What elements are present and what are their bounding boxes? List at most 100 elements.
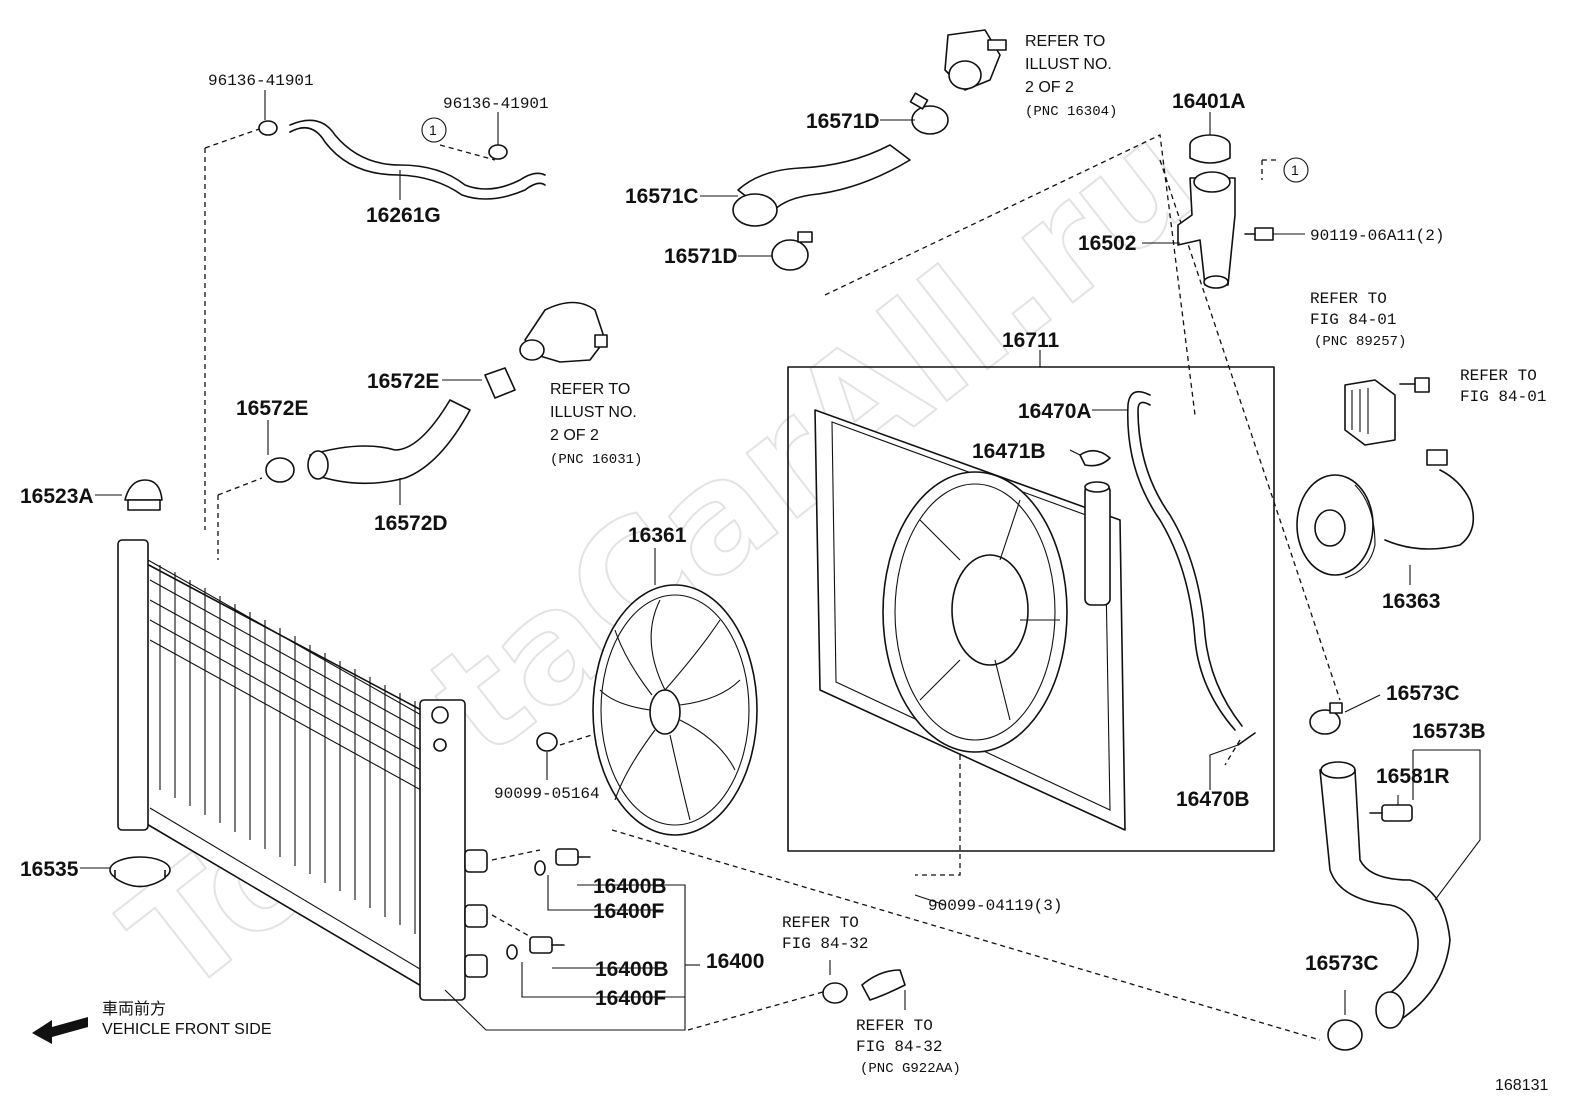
label-16502[interactable]: 16502 — [1078, 232, 1136, 255]
refer-note-pnc-g922aa[interactable]: REFER TO FIG 84-32 (PNC G922AA) — [856, 1017, 961, 1077]
label-16400F-a[interactable]: 16400F — [593, 900, 664, 923]
svg-text:(PNC 16031): (PNC 16031) — [550, 452, 642, 468]
hose-16470A[interactable] — [1126, 390, 1243, 731]
leader-lines — [80, 90, 1481, 1031]
label-16363[interactable]: 16363 — [1382, 590, 1440, 613]
svg-text:2 OF 2: 2 OF 2 — [1025, 79, 1074, 96]
radiator-core-grid — [149, 565, 431, 934]
direction-en: VEHICLE FRONT SIDE — [102, 1021, 272, 1038]
hose-fig-84-32 — [822, 969, 906, 1004]
label-90119-06A11[interactable]: 90119-06A11(2) — [1310, 227, 1444, 245]
plug-16400B-b[interactable] — [529, 936, 565, 954]
svg-text:ILLUST NO.: ILLUST NO. — [550, 404, 637, 421]
svg-text:(PNC 89257): (PNC 89257) — [1314, 334, 1406, 350]
label-96136-41901-b[interactable]: 96136-41901 — [443, 95, 549, 113]
refer-note-fig-84-32-a[interactable]: REFER TO FIG 84-32 — [782, 914, 868, 953]
water-inlet-16502[interactable] — [1177, 171, 1236, 289]
figure-number: 168131 — [1495, 1077, 1548, 1094]
radiator-cap-16523A[interactable] — [124, 479, 163, 511]
shroud-16711[interactable] — [814, 409, 1126, 831]
shroud-assembly-box — [787, 366, 1275, 852]
assembly-lines — [204, 127, 1341, 1041]
fan-16361[interactable] — [592, 584, 758, 836]
label-16571C[interactable]: 16571C — [625, 185, 699, 208]
label-16523A[interactable]: 16523A — [20, 485, 94, 508]
ref-mark-1-right: 1 — [1283, 157, 1309, 183]
cushion-16535[interactable] — [109, 856, 171, 888]
clip-96136-41901-b[interactable] — [488, 144, 508, 160]
label-16572D[interactable]: 16572D — [374, 512, 448, 535]
svg-text:REFER TO: REFER TO — [1460, 367, 1537, 385]
gasket-16400F-a[interactable] — [534, 860, 546, 876]
svg-text:REFER TO: REFER TO — [1310, 290, 1387, 308]
refer-note-fig-84-01[interactable]: REFER TO FIG 84-01 — [1460, 367, 1546, 406]
clamp-16571D-top[interactable] — [909, 92, 949, 135]
label-16572E-right[interactable]: 16572E — [367, 370, 439, 393]
clamp-16572E-left[interactable] — [265, 457, 295, 483]
vehicle-front-indicator: 車両前方 VEHICLE FRONT SIDE — [32, 1000, 272, 1044]
svg-text:REFER TO: REFER TO — [1025, 33, 1105, 50]
label-16571D-bottom[interactable]: 16571D — [664, 245, 738, 268]
label-16711[interactable]: 16711 — [1002, 329, 1060, 352]
svg-text:2 OF 2: 2 OF 2 — [550, 427, 599, 444]
label-16400[interactable]: 16400 — [706, 950, 764, 973]
clamp-16573C-top[interactable] — [1309, 702, 1343, 735]
svg-text:1: 1 — [1291, 162, 1299, 178]
label-16361[interactable]: 16361 — [628, 524, 687, 547]
label-16400B-a[interactable]: 16400B — [593, 875, 667, 898]
label-96136-41901-a[interactable]: 96136-41901 — [208, 72, 314, 90]
svg-text:(PNC 16304): (PNC 16304) — [1025, 104, 1117, 120]
clamp-16571D-bottom[interactable] — [771, 231, 813, 271]
label-16581R[interactable]: 16581R — [1376, 765, 1450, 788]
hose-16470B[interactable] — [1237, 732, 1256, 746]
hose-16261G[interactable] — [258, 119, 546, 200]
refer-note-pnc-16304[interactable]: REFER TO ILLUST NO. 2 OF 2 (PNC 16304) — [1025, 33, 1117, 120]
clip-96136-41901-a[interactable] — [258, 120, 278, 136]
label-90099-05164[interactable]: 90099-05164 — [494, 785, 600, 803]
label-16261G[interactable]: 16261G — [366, 204, 441, 227]
fan-resistor — [1344, 379, 1396, 446]
gasket-16400F-b[interactable] — [506, 944, 518, 960]
plug-16400B-a[interactable] — [555, 848, 591, 866]
nut-90099-05164[interactable] — [536, 732, 558, 752]
label-16571D-top[interactable]: 16571D — [806, 110, 880, 133]
refer-note-pnc-89257[interactable]: REFER TO FIG 84-01 (PNC 89257) — [1310, 290, 1406, 350]
label-16573C-top[interactable]: 16573C — [1386, 682, 1460, 705]
direction-jp: 車両前方 — [102, 1000, 166, 1018]
thermostat-housing — [944, 29, 1007, 91]
svg-text:FIG 84-32: FIG 84-32 — [782, 935, 868, 953]
label-16470B[interactable]: 16470B — [1176, 788, 1250, 811]
bolt-fig-84-01 — [1399, 377, 1430, 393]
part-labels: 96136-41901 96136-41901 16261G 16571D 16… — [20, 72, 1486, 1010]
radiator-16400[interactable] — [117, 539, 488, 1001]
svg-text:REFER TO: REFER TO — [782, 914, 859, 932]
label-16471B[interactable]: 16471B — [972, 440, 1046, 463]
clamp-16471B[interactable] — [1079, 449, 1111, 467]
label-90099-04119[interactable]: 90099-04119(3) — [928, 897, 1062, 915]
refer-note-pnc-16031[interactable]: REFER TO ILLUST NO. 2 OF 2 (PNC 16031) — [550, 381, 642, 468]
label-16572E-left[interactable]: 16572E — [236, 397, 308, 420]
hose-16573B[interactable] — [1319, 761, 1451, 1029]
drain-cock-16581R[interactable] — [1369, 804, 1413, 822]
bolt-90119-06A11[interactable] — [1244, 227, 1274, 241]
svg-text:FIG 84-01: FIG 84-01 — [1310, 311, 1396, 329]
front-arrow-icon — [32, 1017, 88, 1044]
ref-mark-1-left: 1 — [421, 117, 447, 143]
clamp-16572E-right[interactable] — [484, 367, 516, 399]
svg-text:(PNC G922AA): (PNC G922AA) — [860, 1061, 961, 1077]
label-16400B-b[interactable]: 16400B — [595, 958, 669, 981]
hose-16571C[interactable] — [732, 144, 911, 227]
svg-text:FIG 84-32: FIG 84-32 — [856, 1038, 942, 1056]
svg-text:1: 1 — [429, 122, 437, 138]
radiator-cap-16401A[interactable] — [1189, 134, 1231, 164]
label-16535[interactable]: 16535 — [20, 858, 79, 881]
hose-16572D[interactable] — [307, 399, 471, 485]
label-16400F-b[interactable]: 16400F — [595, 987, 666, 1010]
label-16573C-bottom[interactable]: 16573C — [1305, 952, 1379, 975]
label-16470A[interactable]: 16470A — [1018, 400, 1092, 423]
fan-motor-16363[interactable] — [1296, 449, 1475, 579]
label-16401A[interactable]: 16401A — [1172, 90, 1246, 113]
clamp-16573C-bottom[interactable] — [1327, 1019, 1363, 1051]
label-16573B[interactable]: 16573B — [1412, 720, 1486, 743]
